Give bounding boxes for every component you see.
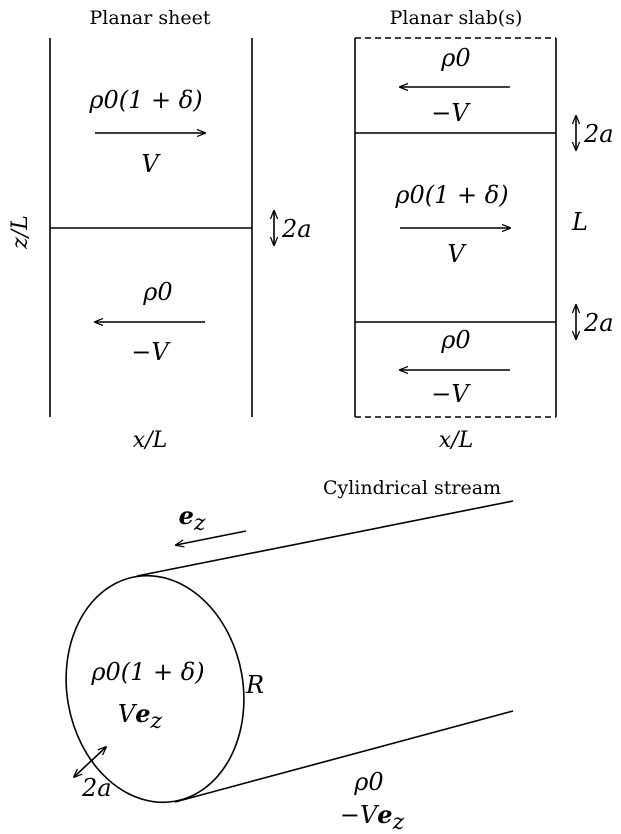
planar-sheet-panel: Planar sheet ρ0(1 + δ) V ρ0 −V 2a z/L x/… xyxy=(8,7,312,453)
cylindrical-stream-panel: Cylindrical stream ez ρ0(1 + δ) Vez R 2a… xyxy=(65,477,514,834)
slab-upper-width-label: 2a xyxy=(583,120,614,148)
cylinder-inner-density: ρ0(1 + δ) xyxy=(90,658,204,686)
slab-height-label: L xyxy=(571,208,588,236)
sheet-bottom-velocity: −V xyxy=(131,338,171,366)
cylinder-title: Cylindrical stream xyxy=(323,477,501,499)
planar-slab-panel: Planar slab(s) ρ0 −V ρ0(1 + δ) V ρ0 −V 2… xyxy=(354,7,614,453)
slab-x-axis-label: x/L xyxy=(439,428,473,453)
slab-top-density: ρ0 xyxy=(440,44,470,72)
cylinder-radius-label: R xyxy=(245,671,264,699)
slab-middle-velocity: V xyxy=(447,240,467,268)
sheet-width-label: 2a xyxy=(281,215,312,243)
sheet-top-density: ρ0(1 + δ) xyxy=(88,86,202,114)
sheet-bottom-density: ρ0 xyxy=(142,278,172,306)
cylinder-inner-velocity: Vez xyxy=(118,699,163,734)
slab-middle-density: ρ0(1 + δ) xyxy=(394,181,508,209)
cylinder-axis-label: ez xyxy=(179,501,206,536)
sheet-x-axis-label: x/L xyxy=(133,428,167,453)
cylinder-outer-velocity: −Vez xyxy=(340,800,405,834)
sheet-y-axis-label: z/L xyxy=(8,215,33,250)
cylinder-width-double-arrow xyxy=(74,747,106,777)
slab-bottom-density: ρ0 xyxy=(440,326,470,354)
cylinder-outer-density: ρ0 xyxy=(353,768,383,796)
cylinder-width-label: 2a xyxy=(81,774,112,802)
planar-sheet-title: Planar sheet xyxy=(90,7,211,29)
cylinder-bottom-edge xyxy=(174,710,514,803)
cylinder-top-edge xyxy=(136,500,514,577)
slab-top-velocity: −V xyxy=(431,99,471,127)
planar-slab-title: Planar slab(s) xyxy=(390,7,523,29)
cylinder-axis-arrow xyxy=(176,530,247,545)
cylinder-cross-section-ellipse xyxy=(65,574,245,804)
slab-lower-width-label: 2a xyxy=(583,309,614,337)
sheet-top-velocity: V xyxy=(141,150,161,178)
slab-bottom-velocity: −V xyxy=(431,380,471,408)
